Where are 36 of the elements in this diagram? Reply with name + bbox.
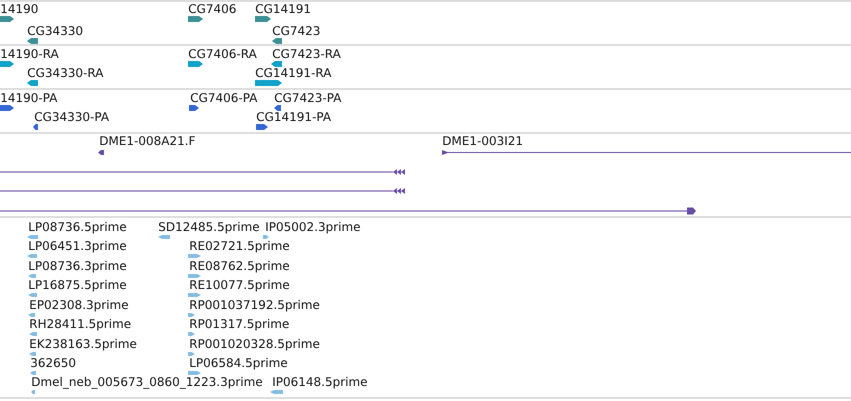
- feature-label: CG7423-RA: [272, 49, 341, 58]
- feature-label: RE08762.5prime: [190, 260, 290, 272]
- feature-label: CG14191: [256, 4, 310, 14]
- feature-label: IP06148.5prime: [273, 376, 367, 388]
- feature-label: RH28411.5prime: [30, 318, 130, 330]
- feature-label: CG14191-PA: [256, 112, 331, 122]
- feature-label: 14190: [2, 4, 38, 14]
- feature-label: 14190-RA: [2, 49, 59, 58]
- feature-label: LP08736.5prime: [29, 222, 126, 234]
- feature-label: EK238163.5prime: [30, 338, 136, 350]
- feature-label: CG14191-RA: [256, 68, 332, 78]
- feature-label: DME1-008A21.F: [100, 136, 195, 146]
- feature-label: RP001020328.5prime: [190, 338, 320, 350]
- feature-label: SD12485.5prime: [159, 222, 259, 234]
- feature-label: 14190-PA: [2, 93, 58, 102]
- feature-label: CG7406: [188, 4, 236, 14]
- feature-label: EP02308.3prime: [30, 300, 128, 312]
- feature-label: LP06451.3prime: [29, 240, 126, 252]
- feature-label: LP08736.3prime: [29, 260, 126, 272]
- feature-label: RE10077.5prime: [190, 280, 290, 292]
- feature-label: DME1-003I21: [443, 136, 522, 146]
- feature-label: CG34330-RA: [28, 68, 104, 78]
- feature-label: RE02721.5prime: [190, 240, 290, 252]
- feature-label: LP06584.5prime: [190, 358, 288, 370]
- feature-label: CG34330-PA: [34, 112, 109, 122]
- feature-label: CG7406-RA: [188, 49, 257, 58]
- feature-label: Dmel_neb_005673_0860_1223.3prime: [32, 376, 262, 389]
- feature-label: CG7406-PA: [190, 93, 258, 102]
- feature-label: CG34330: [28, 26, 82, 36]
- feature-label: RP01317.5prime: [190, 318, 289, 330]
- feature-label: LP16875.5prime: [29, 280, 126, 292]
- feature-label: IP05002.3prime: [266, 222, 360, 234]
- feature-label: CG7423: [272, 26, 320, 36]
- feature-label: RP001037192.5prime: [190, 300, 320, 312]
- feature-label: CG7423-PA: [274, 93, 342, 102]
- feature-label: 362650: [31, 358, 76, 368]
